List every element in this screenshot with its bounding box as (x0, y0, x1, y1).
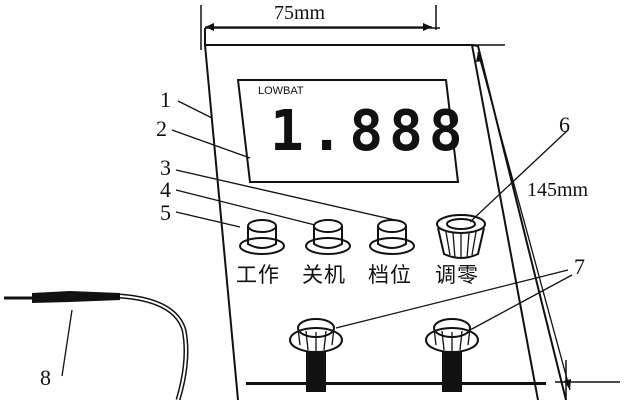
lowbat-indicator: LOWBAT (258, 85, 304, 97)
socket-left-plug (306, 352, 326, 392)
height-arrow-top (476, 52, 483, 62)
callout-4: 4 (160, 177, 171, 202)
width-arrow-left (205, 23, 214, 31)
callout-2: 2 (156, 116, 167, 141)
callout-6: 6 (559, 112, 570, 137)
leader-6 (469, 129, 569, 223)
callout-5: 5 (160, 200, 171, 225)
probe-cable (119, 293, 189, 400)
lcd-window (236, 79, 460, 183)
device-side-face (204, 28, 567, 400)
width-dimension-label: 75mm (274, 2, 326, 24)
callout-7: 7 (574, 254, 585, 279)
button-3-shape (369, 219, 415, 255)
leader-7b (469, 274, 573, 331)
leader-5 (175, 211, 241, 228)
zero-knob-shape (436, 214, 486, 259)
button-label-zero: 调零 (435, 263, 479, 287)
button-label-work: 工作 (236, 263, 280, 287)
callout-3: 3 (160, 155, 171, 180)
leader-2 (171, 129, 251, 159)
button-2-shape (305, 219, 351, 255)
width-arrow-right (423, 23, 432, 31)
height-arrow-bottom (564, 379, 571, 390)
leader-8 (61, 309, 73, 377)
leader-1 (177, 100, 213, 119)
socket-left-shape (289, 318, 343, 353)
leader-7a (335, 269, 569, 329)
button-label-off: 关机 (302, 263, 346, 287)
callout-1: 1 (160, 87, 171, 112)
height-dimension-line (477, 51, 571, 391)
bottom-cable-bar (246, 382, 546, 385)
height-dimension-label: 145mm (527, 179, 589, 201)
button-label-range: 档位 (368, 263, 412, 287)
probe-cable-inner (119, 295, 187, 400)
probe-handle (32, 291, 120, 303)
socket-right-shape (425, 318, 479, 353)
button-1-shape (239, 219, 285, 255)
leader-4 (175, 189, 316, 226)
callout-8: 8 (40, 365, 51, 390)
leader-3 (175, 169, 396, 221)
lcd-reading: 1.888 (270, 99, 469, 164)
socket-right-plug (442, 352, 462, 392)
